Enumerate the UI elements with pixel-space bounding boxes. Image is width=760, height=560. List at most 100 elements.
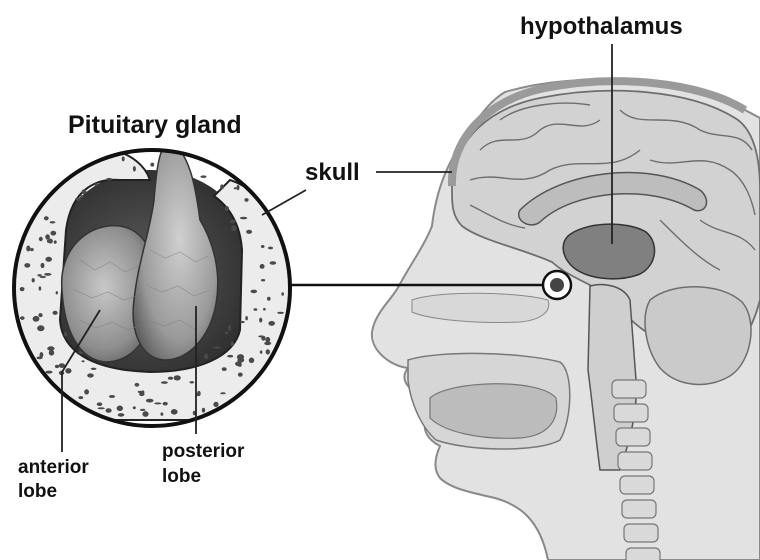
cerebellum xyxy=(645,287,751,385)
bone-pore xyxy=(244,198,248,202)
bone-pore xyxy=(240,321,245,323)
bone-pore xyxy=(277,312,284,314)
bone-pore xyxy=(45,234,50,240)
bone-pore xyxy=(227,355,233,358)
pituitary-magnified-view xyxy=(0,140,290,426)
bone-pore xyxy=(228,325,231,331)
bone-pore xyxy=(20,287,25,291)
bone-pore xyxy=(135,383,140,387)
bone-pore xyxy=(55,365,59,368)
bone-pore xyxy=(45,257,52,262)
vertebra xyxy=(614,404,648,422)
bone-pore xyxy=(118,413,125,417)
vertebra xyxy=(622,500,656,518)
bone-pore xyxy=(84,389,89,394)
vertebra xyxy=(620,476,654,494)
bone-pore xyxy=(267,297,271,301)
bone-pore xyxy=(20,316,25,320)
bone-pore xyxy=(161,381,168,384)
bone-pore xyxy=(87,373,94,377)
bone-pore xyxy=(109,395,115,398)
bone-pore xyxy=(154,402,161,404)
bone-pore xyxy=(225,331,228,334)
bone-pore xyxy=(44,273,51,276)
bone-pore xyxy=(46,371,53,374)
bone-pore xyxy=(36,357,42,360)
bone-pore xyxy=(133,166,136,172)
vertebra xyxy=(616,428,650,446)
bone-pore xyxy=(106,178,112,181)
bone-pore xyxy=(246,230,252,234)
bone-pore xyxy=(249,358,254,364)
bone-pore xyxy=(56,291,58,294)
vertebra xyxy=(618,452,652,470)
posterior-lobe-label-line1: posterior xyxy=(162,441,245,462)
bone-pore xyxy=(220,392,226,394)
bone-pore xyxy=(133,406,136,409)
bone-pore xyxy=(266,349,270,354)
bone-pore xyxy=(263,308,266,311)
bone-pore xyxy=(240,217,247,220)
bone-pore xyxy=(54,240,57,243)
bone-pore xyxy=(237,185,240,190)
bone-pore xyxy=(53,311,58,315)
bone-pore xyxy=(65,368,71,373)
bone-pore xyxy=(98,407,105,409)
bone-pore xyxy=(268,247,273,250)
bone-pore xyxy=(39,237,43,241)
bone-pore xyxy=(261,245,265,248)
bone-pore xyxy=(231,342,234,347)
bone-pore xyxy=(50,231,56,236)
hypothalamus-label: hypothalamus xyxy=(520,13,683,40)
bone-pore xyxy=(80,195,83,198)
anterior-lobe-label-line1: anterior xyxy=(18,457,89,478)
bone-pore xyxy=(142,411,148,417)
bone-pore xyxy=(213,347,220,349)
bone-pore xyxy=(32,278,35,282)
bone-pore xyxy=(33,316,40,322)
bone-pore xyxy=(50,221,56,223)
skull-label: skull xyxy=(305,159,360,186)
pituitary-gland-title: Pituitary gland xyxy=(68,111,242,139)
bone-pore xyxy=(204,354,208,360)
bone-pore xyxy=(168,377,173,380)
bone-pore xyxy=(231,225,237,231)
bone-pore xyxy=(41,263,45,268)
bone-pore xyxy=(220,184,224,189)
bone-pore xyxy=(268,321,275,326)
head-cross-section xyxy=(372,80,760,560)
bone-pore xyxy=(270,261,277,265)
bone-pore xyxy=(30,248,34,251)
bone-pore xyxy=(174,375,181,380)
bone-pore xyxy=(117,406,123,412)
bone-pore xyxy=(281,292,284,296)
bone-pore xyxy=(238,373,243,377)
bone-pore xyxy=(161,412,164,415)
bone-pore xyxy=(202,408,205,413)
bone-pore xyxy=(190,381,195,383)
bone-pore xyxy=(122,156,125,161)
bone-pore xyxy=(261,279,265,281)
bone-pore xyxy=(91,368,97,370)
bone-pore xyxy=(200,175,206,178)
bone-pore xyxy=(253,308,257,311)
bone-pore xyxy=(37,274,41,276)
bone-pore xyxy=(146,399,154,403)
vertebra xyxy=(624,524,658,542)
bone-pore xyxy=(24,263,30,268)
bone-pore xyxy=(44,216,49,220)
bone-pore xyxy=(150,163,154,167)
gland-location-dot xyxy=(550,278,564,292)
bone-pore xyxy=(213,402,218,407)
bone-pore xyxy=(238,363,242,367)
bone-pore xyxy=(75,198,81,201)
bone-pore xyxy=(260,264,265,269)
hypothalamus-region xyxy=(563,224,654,279)
bone-pore xyxy=(106,408,112,413)
bone-pore xyxy=(264,342,271,346)
bone-pore xyxy=(225,206,229,211)
bone-pore xyxy=(171,409,178,415)
bone-pore xyxy=(230,220,236,224)
bone-pore xyxy=(64,332,68,337)
